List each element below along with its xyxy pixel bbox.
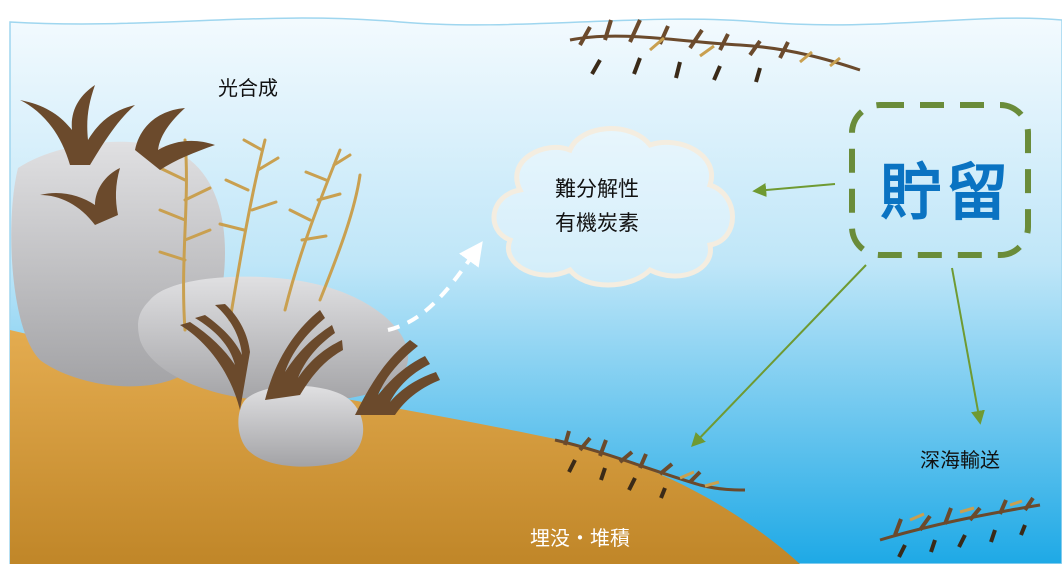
deep-sea-transport-label: 深海輸送: [920, 448, 1000, 472]
buried-seaweed: [554, 430, 746, 499]
burial-label: 埋没・堆積: [530, 526, 630, 550]
refractory-line-2: 有機炭素: [555, 211, 639, 235]
storage-to-deep-sea-arrow: [951, 267, 985, 425]
release-arrow: [387, 241, 483, 332]
storage-to-carbon-arrow: [752, 183, 836, 197]
photosynthesis-label: 光合成: [218, 76, 278, 100]
seaweed-brown: [20, 85, 440, 415]
rock-middle: [138, 276, 409, 402]
rock-small: [238, 385, 364, 467]
seaweed-golden: [158, 138, 362, 332]
storage-box: [849, 102, 1031, 258]
storage-to-burial-arrow: [691, 264, 867, 448]
floating-seaweed: [569, 19, 861, 83]
refractory-line-1: 難分解性: [555, 177, 639, 201]
refractory-carbon-label: 難分解性 有機炭素: [522, 172, 672, 240]
deep-sea-seaweed: [879, 496, 1041, 558]
carbon-cloud: [491, 126, 735, 288]
storage-label: 貯留: [880, 156, 1013, 229]
